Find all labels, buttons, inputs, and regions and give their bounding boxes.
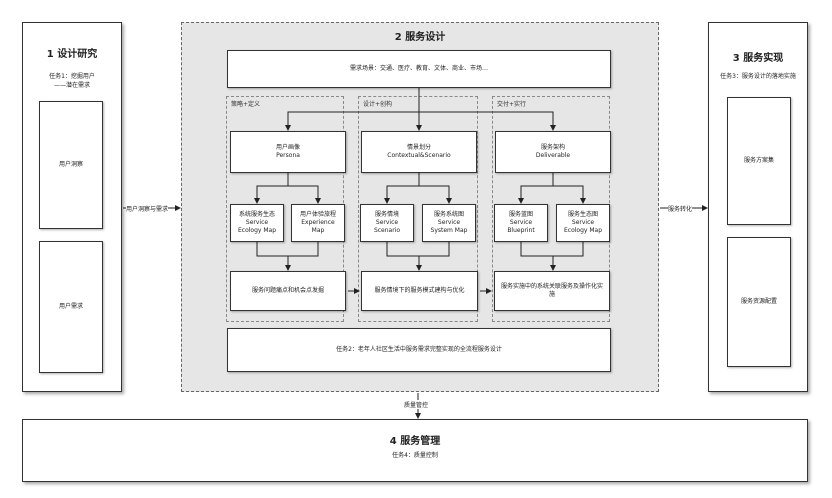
top-to-deliverable: [419, 111, 556, 131]
sub-merge-3: [520, 242, 584, 270]
task2-box: 任务2：老年人社区生活中服务需求完整实现的全流程服务设计: [227, 328, 611, 372]
panel4-title: 4 服务管理: [389, 436, 441, 447]
sub-box-1-line3: Ecology Map: [237, 227, 277, 235]
deliverable-label-cn: 服务架构: [540, 143, 565, 151]
persona-branch: [256, 172, 318, 203]
task2-label: 任务2：老年人社区生活中服务需求完整实现的全流程服务设计: [336, 345, 502, 353]
service-model-label: 服务情境下的服务模式建构与优化: [374, 286, 465, 294]
sub-box-2-line2: Experience: [301, 218, 335, 226]
pain-point-label: 服务问题痛点和机会点发掘: [251, 286, 324, 294]
panel1-title: 1 设计研究: [46, 49, 98, 60]
region-design: 设计+创构: [358, 96, 478, 322]
sub-box-1-line2: Service: [245, 218, 269, 226]
sub-box-4-line1: 服务系统图: [433, 210, 464, 218]
scenario-demand-box: 需求场景：交通、医疗、教育、文体、商业、市场…: [227, 50, 611, 88]
scenario-demand-label: 需求场景：交通、医疗、教育、文体、商业、市场…: [349, 64, 488, 72]
deliverable-branch: [520, 172, 583, 203]
sub-box-3-line1: 服务情境: [374, 210, 399, 218]
region-delivery-label: 交付+实行: [497, 101, 527, 108]
sub-box-3-line2: Service: [375, 218, 399, 226]
right-connector-label: 服务转化: [668, 204, 693, 213]
sub-box-1-line1: 系统服务生态: [238, 210, 275, 218]
panel-design-research: 1 设计研究 任务1：挖掘用户 ——潜在需求 用户洞察 用户需求: [22, 22, 122, 392]
contextual-branch: [386, 172, 449, 203]
panel3-task: 任务3：服务设计的落地实施: [720, 73, 796, 80]
contextual-label-en: Contextual&Scenario: [387, 152, 451, 159]
sub-box-5-line3: Blueprint: [507, 227, 535, 235]
service-resource-label: 服务资源配置: [740, 297, 777, 305]
sub-box-4-line2: Service: [437, 218, 461, 226]
panel1-task-line1: 任务1：挖掘用户: [49, 73, 95, 80]
sub-merge-1: [256, 242, 319, 270]
sub-box-service-scenario: 服务情境 Service Scenario: [360, 204, 414, 242]
sub-box-3-line3: Scenario: [373, 227, 401, 235]
persona-box: 用户画像 Persona: [230, 131, 346, 173]
service-model-box: 服务情境下的服务模式建构与优化: [361, 271, 478, 311]
sub-box-experience-map: 用户体验旅程 Experience Map: [291, 204, 345, 242]
service-plan-label: 服务方案集: [743, 156, 774, 164]
sub-box-system-map: 服务系统图 Service System Map: [422, 204, 476, 242]
contextual-box: 情景划分 Contextual&Scenario: [361, 131, 477, 173]
pain-point-box: 服务问题痛点和机会点发掘: [230, 271, 346, 311]
panel-service-implementation: 3 服务实现 任务3：服务设计的落地实施 服务方案集 服务资源配置: [708, 22, 808, 392]
persona-label-cn: 用户画像: [275, 143, 300, 151]
sub-box-ecology-map: 服务生态图 Service Ecology Map: [556, 204, 610, 242]
panel-service-management: 4 服务管理 任务4：质量控制: [22, 419, 808, 482]
sub-box-service-ecology: 系统服务生态 Service Ecology Map: [230, 204, 284, 242]
sub-box-5-line1: 服务蓝图: [508, 210, 533, 218]
sub-box-2-line1: 用户体验旅程: [299, 210, 336, 218]
sub-box-6-line2: Service: [571, 218, 595, 226]
user-needs-box: 用户需求: [39, 241, 103, 373]
sub-box-6-line1: 服务生态图: [567, 210, 598, 218]
user-insight-box: 用户洞察: [39, 101, 103, 229]
contextual-label-cn: 情景划分: [406, 143, 431, 151]
region-design-label: 设计+创构: [363, 101, 393, 108]
service-plan-box: 服务方案集: [727, 97, 791, 225]
sub-box-5-line2: Service: [509, 218, 533, 226]
sub-box-blueprint: 服务蓝图 Service Blueprint: [494, 204, 548, 242]
panel1-task-line2: ——潜在需求: [53, 82, 90, 89]
region-strategy-label: 策略+定义: [231, 101, 261, 108]
left-connector-label: 用户洞察与需求: [126, 204, 169, 213]
sub-box-6-line3: Ecology Map: [563, 227, 603, 235]
service-implementation-label: 服务实施中的系统关联服务及操作化实施: [500, 282, 603, 298]
service-resource-box: 服务资源配置: [727, 237, 791, 367]
panel2-title: 2 服务设计: [394, 32, 446, 43]
user-insight-label: 用户洞察: [58, 160, 83, 168]
panel4-task: 任务4：质量控制: [392, 452, 438, 459]
bottom-connector-label: 质量管控: [404, 400, 429, 409]
sub-box-2-line3: Map: [311, 227, 325, 235]
top-to-persona: [285, 88, 420, 131]
persona-label-en: Persona: [276, 152, 300, 159]
sub-box-4-line3: System Map: [430, 227, 468, 235]
user-needs-label: 用户需求: [58, 302, 83, 310]
sub-merge-2: [386, 242, 450, 270]
deliverable-label-en: Deliverable: [535, 152, 571, 159]
panel3-title: 3 服务实现: [732, 53, 784, 64]
service-implementation-box: 服务实施中的系统关联服务及操作化实施: [494, 271, 610, 311]
deliverable-box: 服务架构 Deliverable: [495, 131, 611, 173]
